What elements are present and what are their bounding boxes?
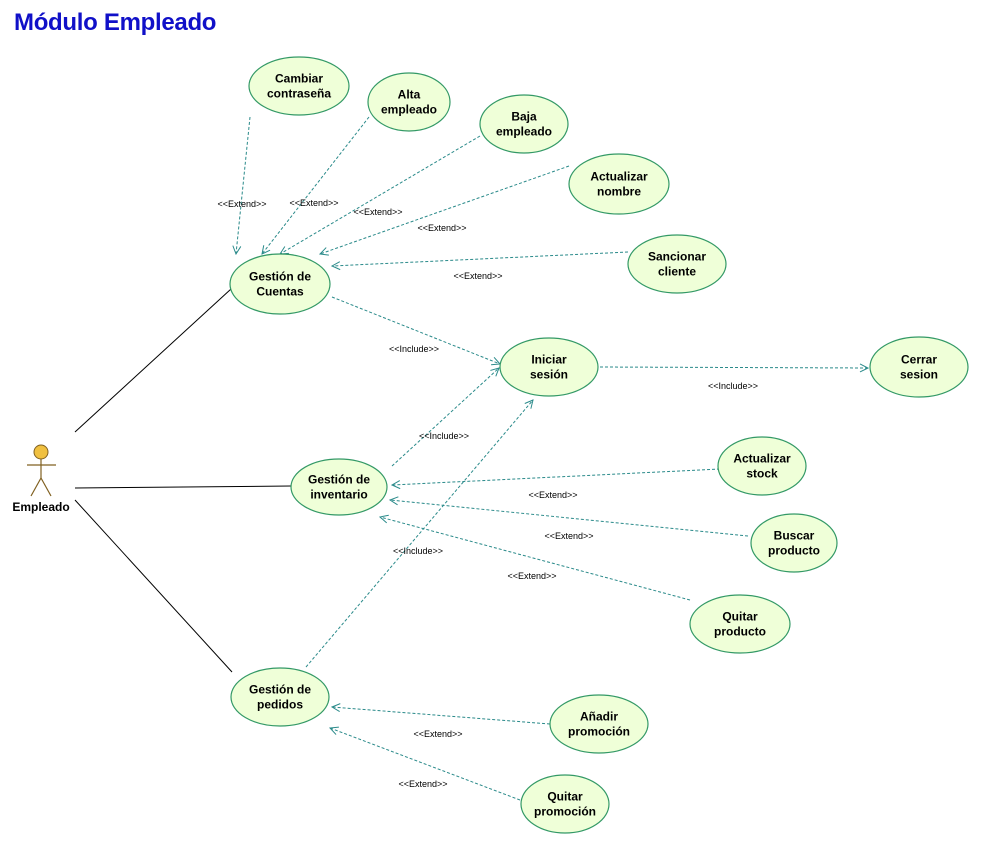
- usecase-label-line: sesion: [900, 368, 938, 382]
- association-line-inventario: [74, 485, 292, 489]
- relation-label-cuentas-iniciar: <<Include>>: [389, 344, 439, 354]
- usecase-label-line: contraseña: [267, 87, 331, 101]
- usecase-label-line: Baja: [511, 110, 537, 124]
- usecase-label-line: Gestión de: [249, 683, 311, 697]
- usecase-ellipse: [869, 336, 969, 398]
- usecase-label-line: Cerrar: [901, 353, 937, 367]
- usecase-label-line: Gestión de: [308, 473, 370, 487]
- relation-arrow-anadir_promo-pedidos: [332, 707, 551, 725]
- usecase-label-line: Actualizar: [590, 170, 648, 184]
- usecase-ellipse: [230, 667, 330, 727]
- usecase-label-line: empleado: [496, 125, 552, 139]
- usecase-label-line: producto: [768, 544, 820, 558]
- usecase-ellipse: [367, 72, 451, 132]
- usecase-label-line: Actualizar: [733, 452, 791, 466]
- relation-label-quitar_promo-pedidos: <<Extend>>: [398, 779, 447, 789]
- usecase-ellipse: [520, 774, 610, 834]
- relation-label-inventario-iniciar: <<Include>>: [419, 431, 469, 441]
- relation-label-baja-cuentas: <<Extend>>: [353, 207, 402, 217]
- usecase-label-line: sesión: [530, 368, 568, 382]
- actor-stick-figure-icon: [27, 444, 56, 497]
- usecase-ellipse: [717, 436, 807, 496]
- relation-arrow-iniciar-cerrar: [599, 367, 868, 368]
- relation-arrow-alta-cuentas: [262, 116, 370, 254]
- usecase-label-line: Sancionar: [648, 250, 706, 264]
- usecase-label-line: Quitar: [722, 610, 758, 624]
- relation-label-buscar-inventario: <<Extend>>: [544, 531, 593, 541]
- usecase-ellipse: [627, 234, 727, 294]
- usecase-label-line: Añadir: [580, 710, 618, 724]
- relation-label-sancionar-cuentas: <<Extend>>: [453, 271, 502, 281]
- relation-arrow-act_nombre-cuentas: [320, 165, 570, 254]
- relation-arrow-sancionar-cuentas: [332, 251, 629, 266]
- usecase-label-line: Buscar: [774, 529, 815, 543]
- usecase-ellipse: [479, 94, 569, 154]
- usecase-ellipse: [750, 513, 838, 573]
- relation-label-act_stock-inventario: <<Extend>>: [528, 490, 577, 500]
- relation-arrow-pedidos-iniciar: [305, 400, 533, 668]
- page-title: Módulo Empleado: [14, 9, 217, 36]
- relation-arrow-inventario-iniciar: [391, 368, 499, 467]
- usecase-label-line: pedidos: [257, 698, 303, 712]
- relation-arrow-cuentas-iniciar: [331, 296, 500, 364]
- usecase-label-line: cliente: [658, 265, 696, 279]
- relation-arrow-act_stock-inventario: [392, 468, 721, 485]
- usecase-label-line: stock: [746, 467, 778, 481]
- relation-label-act_nombre-cuentas: <<Extend>>: [417, 223, 466, 233]
- actor-empleado[interactable]: Empleado: [12, 444, 70, 514]
- usecase-ellipse: [689, 594, 791, 654]
- usecase-label-line: promoción: [568, 725, 630, 739]
- relation-label-quitar_prod-inventario: <<Extend>>: [507, 571, 556, 581]
- usecase-label-line: producto: [714, 625, 766, 639]
- usecase-label-line: empleado: [381, 103, 437, 117]
- relation-label-alta-cuentas: <<Extend>>: [289, 198, 338, 208]
- usecase-label-line: Quitar: [547, 790, 583, 804]
- usecase-label-line: Cambiar: [275, 72, 323, 86]
- usecase-label-line: promoción: [534, 805, 596, 819]
- usecase-ellipse: [549, 694, 649, 754]
- relation-arrow-cambiar-cuentas: [236, 116, 251, 254]
- usecase-label-line: nombre: [597, 185, 641, 199]
- relations-layer: <<Extend>> <<Extend>> <<Extend>> <<Extend>>…: [217, 116, 868, 801]
- relation-arrow-quitar_prod-inventario: [380, 517, 691, 601]
- association-line-cuentas: [74, 288, 232, 433]
- relation-arrow-baja-cuentas: [280, 135, 481, 254]
- relation-label-iniciar-cerrar: <<Include>>: [708, 381, 758, 391]
- usecase-ellipse: [290, 458, 388, 516]
- relation-label-cambiar-cuentas: <<Extend>>: [217, 199, 266, 209]
- relation-label-anadir_promo-pedidos: <<Extend>>: [413, 729, 462, 739]
- association-line-pedidos: [74, 499, 233, 673]
- usecase-label-line: Alta: [398, 88, 421, 102]
- usecase-ellipse: [499, 337, 599, 397]
- usecase-label-line: inventario: [310, 488, 367, 502]
- usecase-label-line: Iniciar: [531, 353, 567, 367]
- usecase-label-line: Gestión de: [249, 270, 311, 284]
- relation-arrow-quitar_promo-pedidos: [330, 728, 521, 801]
- usecase-ellipse: [568, 153, 670, 215]
- usecase-label-line: Cuentas: [256, 285, 304, 299]
- usecase-ellipse: [229, 253, 331, 315]
- relation-label-pedidos-iniciar: <<Include>>: [393, 546, 443, 556]
- usecase-ellipse: [248, 56, 350, 116]
- actor-label: Empleado: [12, 500, 69, 514]
- associations-layer: [74, 288, 292, 673]
